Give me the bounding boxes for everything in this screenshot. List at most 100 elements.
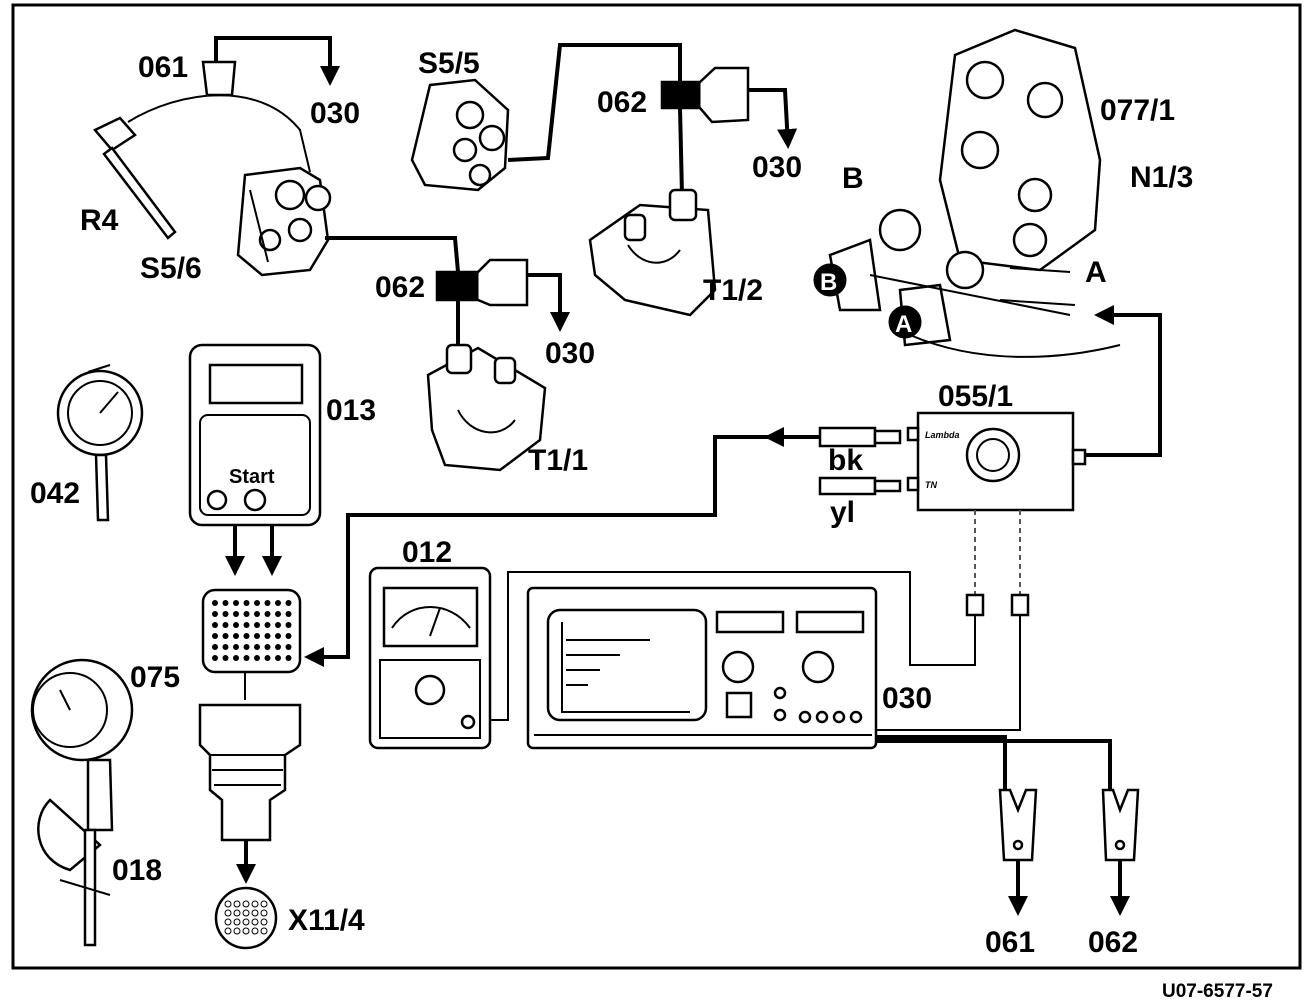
adapter-pin xyxy=(264,622,271,628)
x11-pin xyxy=(260,900,268,908)
adapter-pin xyxy=(285,600,292,606)
label-013: 013 xyxy=(326,394,376,427)
adapter-pin xyxy=(254,611,260,617)
adapter-pin xyxy=(222,655,229,661)
label-062-top: 062 xyxy=(597,86,647,119)
adapter-pin xyxy=(212,600,218,606)
label-061-bottom: 061 xyxy=(985,926,1035,959)
x11-pin xyxy=(242,918,250,926)
adapter-pin xyxy=(243,622,250,628)
clamp-062-bottom xyxy=(1101,788,1140,916)
adapter-pin xyxy=(233,633,239,639)
clip-061-bottom xyxy=(998,788,1038,916)
multimeter-012 xyxy=(368,566,976,750)
diagram-frame xyxy=(11,3,1302,970)
adapter-pin xyxy=(275,655,281,661)
adapter-pin xyxy=(254,622,260,628)
label-r4: R4 xyxy=(80,204,119,237)
label-030-c: 030 xyxy=(545,337,595,370)
x11-pin xyxy=(242,927,250,935)
adapter-pin-grid xyxy=(212,600,292,661)
label-s5-5: S5/5 xyxy=(418,47,480,80)
x11-pin xyxy=(251,927,259,935)
adapter-pin xyxy=(285,633,292,639)
adapter-pin xyxy=(264,644,271,650)
adapter-pin xyxy=(254,600,260,606)
adapter-pin xyxy=(222,644,229,650)
label-030-b: 030 xyxy=(752,151,802,184)
adapter-pin xyxy=(243,633,250,639)
gauge-018 xyxy=(30,658,134,947)
engine-analyzer-030 xyxy=(526,586,1112,790)
x11-pin xyxy=(233,909,241,917)
adapter-075 xyxy=(198,588,302,884)
x11-pin xyxy=(224,918,232,926)
x11-pin xyxy=(233,927,241,935)
marker-a-circle xyxy=(888,305,922,339)
label-t1-2: T1/2 xyxy=(703,274,763,307)
adapter-pin xyxy=(275,633,281,639)
label-061-top: 061 xyxy=(138,51,188,84)
gauge-042 xyxy=(56,364,144,522)
label-077-1: 077/1 xyxy=(1100,94,1175,127)
x11-pin xyxy=(233,918,241,926)
label-062-mid: 062 xyxy=(375,271,425,304)
lead-yl xyxy=(818,476,902,496)
adapter-pin xyxy=(243,644,250,650)
label-a-right: A xyxy=(1085,256,1107,289)
adapter-pin xyxy=(212,633,218,639)
adapter-pin xyxy=(212,655,218,661)
clip-061-top xyxy=(201,36,340,97)
adapter-pin xyxy=(275,644,281,650)
x11-pin xyxy=(260,918,268,926)
adapter-pin xyxy=(275,611,281,617)
distributor-s5-5 xyxy=(410,43,682,192)
label-062-bottom: 062 xyxy=(1088,926,1138,959)
adapter-pin xyxy=(264,655,271,661)
adapter-pin xyxy=(275,622,281,628)
label-yl: yl xyxy=(830,496,855,529)
adapter-pin xyxy=(243,611,250,617)
x11-pin xyxy=(233,900,241,908)
adapter-pin xyxy=(212,611,218,617)
label-t1-1: T1/1 xyxy=(528,444,588,477)
x11-pin xyxy=(260,909,268,917)
adapter-pin xyxy=(285,622,292,628)
x11-pin xyxy=(242,909,250,917)
plug-right xyxy=(1010,593,1030,617)
connector-group-n1-3 xyxy=(813,208,1121,358)
x11-pin xyxy=(251,909,259,917)
adapter-pin xyxy=(243,600,250,606)
x11-pin xyxy=(251,900,259,908)
adapter-pin xyxy=(222,622,229,628)
label-s5-6: S5/6 xyxy=(140,252,202,285)
adapter-pin xyxy=(233,644,239,650)
pump-077-1 xyxy=(938,28,1102,272)
adapter-pin xyxy=(264,600,271,606)
label-tn: TN xyxy=(925,480,937,490)
label-030-a: 030 xyxy=(310,97,360,130)
label-b-mid: B xyxy=(820,269,837,296)
x11-pin xyxy=(242,900,250,908)
adapter-pin xyxy=(212,622,218,628)
label-bk: bk xyxy=(828,444,863,477)
lead-bk xyxy=(304,426,902,667)
label-042: 042 xyxy=(30,477,80,510)
x11-pin xyxy=(224,909,232,917)
label-a-mid: A xyxy=(895,311,912,338)
label-030-d: 030 xyxy=(882,682,932,715)
label-start: Start xyxy=(229,466,275,488)
adapter-pin xyxy=(254,633,260,639)
label-x11-4: X11/4 xyxy=(288,904,365,937)
adapter-pin xyxy=(264,611,271,617)
distributor-s5-6 xyxy=(236,166,332,277)
adapter-pin xyxy=(285,644,292,650)
label-012: 012 xyxy=(402,536,452,569)
connector-x11-4 xyxy=(214,886,278,950)
x11-pin xyxy=(260,927,268,935)
adapter-pin xyxy=(243,655,250,661)
adapter-pin xyxy=(285,611,292,617)
reference-number: U07-6577-57 xyxy=(1162,981,1273,1002)
ignition-coil-t1-1 xyxy=(426,343,547,472)
x11-pin xyxy=(251,918,259,926)
